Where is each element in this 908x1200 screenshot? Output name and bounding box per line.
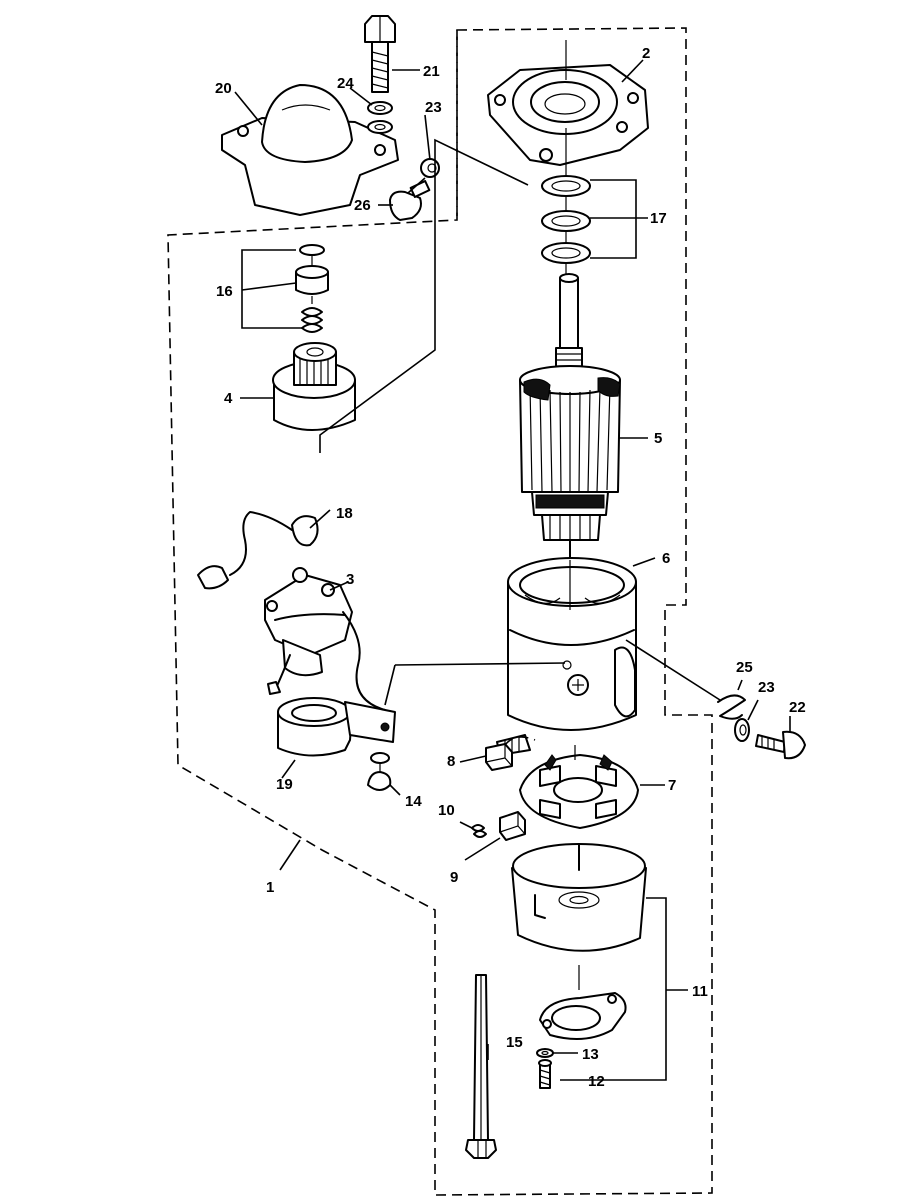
part-9-brush [499, 811, 526, 841]
callout-26: 26 [354, 197, 371, 214]
callout-24: 24 [337, 75, 354, 92]
part-3-solenoid [264, 567, 386, 711]
callout-10: 10 [438, 802, 455, 819]
part-19-bracket [277, 697, 396, 757]
callout-3: 3 [346, 571, 354, 588]
callout-4: 4 [224, 390, 233, 407]
part-4-drive-pinion [272, 342, 356, 431]
part-15-through-bolt [465, 974, 497, 1159]
callout-25: 25 [736, 659, 753, 676]
callout-16: 16 [216, 283, 233, 300]
callout-14: 14 [405, 793, 422, 810]
part-24-washer [367, 101, 393, 115]
bracket-16-mid [241, 282, 297, 291]
bracket-11 [560, 897, 667, 1081]
callout-7: 7 [668, 777, 676, 794]
part-5-armature [519, 273, 621, 561]
bracket-17 [590, 179, 637, 259]
callout-17: 17 [650, 210, 667, 227]
alignment-lines [311, 40, 721, 990]
callout-6: 6 [662, 550, 670, 567]
part-23-washer-upper [367, 120, 393, 134]
part-2-drive-housing [487, 64, 649, 166]
callout-19: 19 [276, 776, 293, 793]
part-13-washer [536, 1048, 554, 1058]
part-18-boot-and-lead [197, 511, 319, 590]
part-26-screw [389, 180, 431, 221]
callout-18: 18 [336, 505, 353, 522]
part-8-brush [485, 743, 513, 771]
part-11-bearing-plate [539, 992, 627, 1040]
part-25-clip [717, 694, 746, 720]
callout-2: 2 [642, 45, 650, 62]
callout-11: 11 [692, 983, 708, 1000]
part-20-cover [221, 84, 399, 216]
part-23-clip [420, 158, 440, 178]
part-16-ring-collar-spring [295, 244, 329, 333]
callout-8: 8 [447, 753, 455, 770]
brush-lead-dashed [504, 736, 536, 746]
callout-5: 5 [654, 430, 662, 447]
part-14-screw [367, 752, 392, 791]
callout-labels: 1 2 3 4 5 6 7 8 9 10 11 12 13 14 15 16 1… [215, 45, 806, 1090]
leader-lines [234, 59, 791, 1060]
callout-20: 20 [215, 80, 232, 97]
part-10-spring [471, 824, 487, 838]
callout-13: 13 [582, 1046, 599, 1063]
part-7-brush-holder [519, 754, 639, 829]
callout-23-lower: 23 [758, 679, 775, 696]
callout-15: 15 [506, 1034, 523, 1051]
part-23-washer-lower [734, 718, 750, 742]
callout-22: 22 [789, 699, 806, 716]
assembly-boundary-dashed [167, 27, 713, 1196]
callout-21: 21 [423, 63, 440, 80]
part-17-washers [541, 175, 591, 264]
callout-12: 12 [588, 1073, 605, 1090]
part-21-bolt [364, 15, 396, 93]
part-11-end-frame [511, 843, 647, 952]
part-22-screw [755, 730, 806, 760]
callout-23-upper: 23 [425, 99, 442, 116]
part-12-screw [538, 1059, 552, 1089]
bracket-16 [241, 249, 302, 329]
part-6-field-frame [496, 557, 637, 756]
callout-1: 1 [266, 879, 274, 896]
callout-9: 9 [450, 869, 458, 886]
